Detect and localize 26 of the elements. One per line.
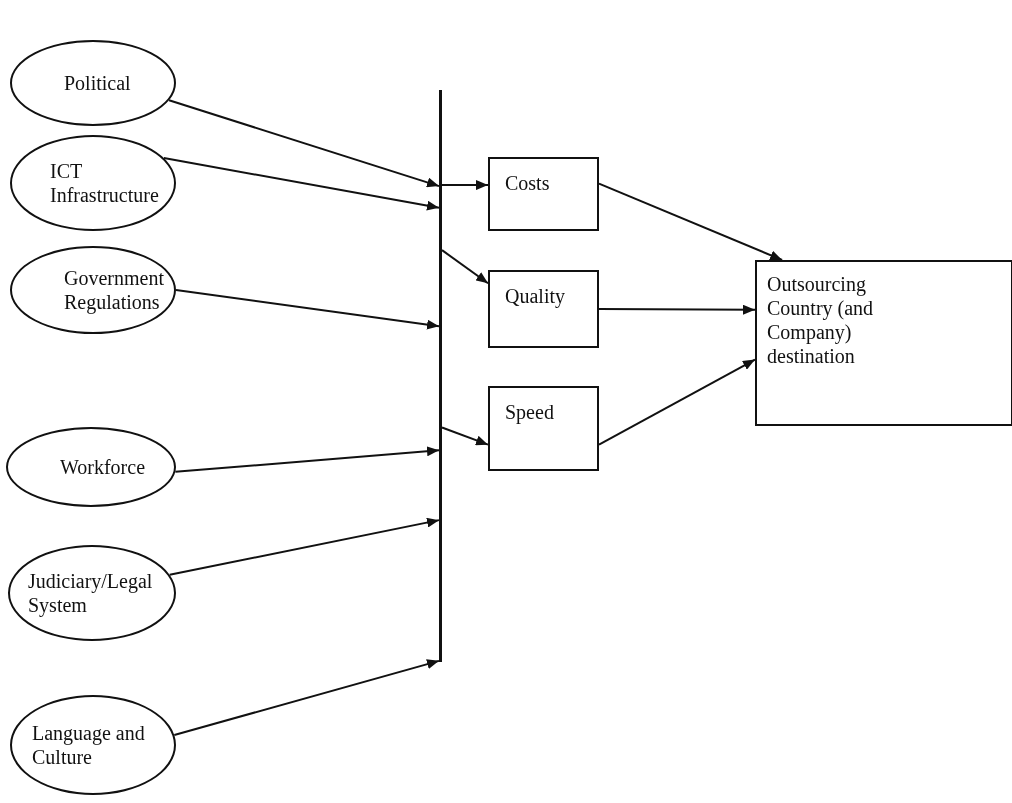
arrow	[174, 446, 440, 473]
node-label: Language and Culture	[32, 721, 146, 769]
arrow	[598, 304, 756, 315]
node-label: Political	[64, 71, 131, 95]
node-label: Costs	[505, 171, 550, 195]
node-label: ICT Infrastructure	[50, 159, 160, 207]
process-box	[755, 260, 1012, 426]
process-box	[488, 270, 599, 348]
arrow	[441, 249, 489, 285]
arrow	[168, 99, 440, 188]
arrow	[598, 182, 784, 261]
node-label: Government Regulations	[64, 266, 165, 314]
node-label: Outsourcing Country (and Company) destination	[767, 272, 875, 368]
arrow	[441, 180, 489, 191]
arrow	[598, 358, 756, 446]
vertical-bar	[439, 90, 442, 662]
node-label: Quality	[505, 284, 565, 308]
arrow	[162, 157, 440, 211]
process-box	[488, 157, 599, 231]
arrow	[175, 289, 440, 330]
arrow	[441, 426, 489, 446]
node-label: Speed	[505, 400, 554, 424]
arrow	[173, 659, 440, 736]
node-label: Judiciary/Legal System	[28, 569, 154, 617]
process-box	[488, 386, 599, 471]
node-label: Workforce	[60, 455, 145, 479]
